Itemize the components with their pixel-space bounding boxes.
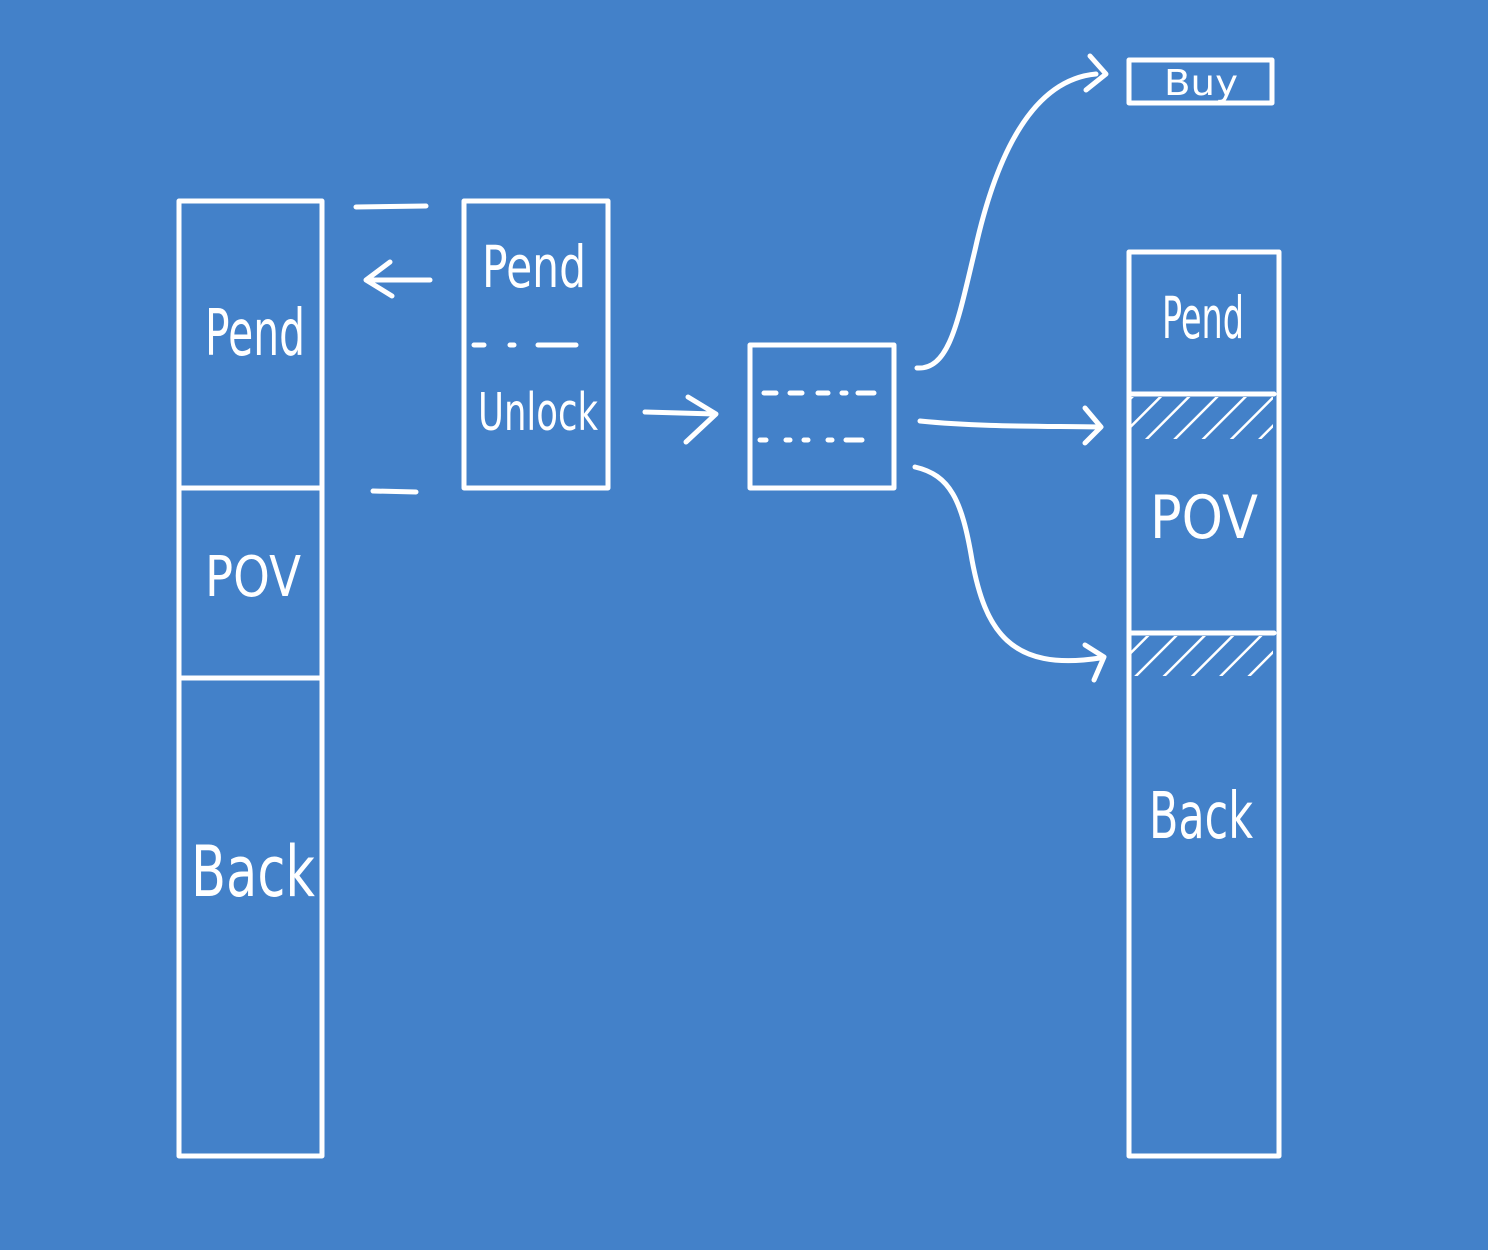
bracket-tick-top — [353, 203, 429, 210]
right-stack-hatch-band-1 — [1131, 397, 1273, 439]
left-stack — [176, 198, 325, 1159]
right-stack — [1126, 249, 1282, 1159]
left-stack-label-back: Back — [191, 831, 315, 913]
middle-box-label-unlock: Unlock — [478, 383, 598, 443]
middle-box-frame — [461, 198, 611, 491]
right-stack-label-pov: POV — [1150, 483, 1258, 553]
middle-box — [461, 198, 611, 491]
record-box-frame — [747, 342, 897, 491]
buy-box — [1126, 57, 1275, 106]
arrow-to-buy — [914, 53, 1109, 371]
record-box — [747, 342, 897, 491]
middle-box-label-pend: Pend — [482, 233, 586, 301]
buy-box-label: Buy — [1164, 63, 1238, 104]
left-stack-label-pov: POV — [205, 545, 301, 610]
arrow-to-record-box — [642, 394, 719, 445]
left-stack-label-pend: Pend — [205, 297, 305, 371]
right-stack-hatch-band-2 — [1131, 636, 1273, 676]
buy-box-frame — [1126, 57, 1275, 106]
arrow-to-second-hatch — [912, 464, 1107, 683]
right-stack-label-pend: Pend — [1162, 284, 1244, 352]
right-stack-frame — [1126, 249, 1282, 1159]
right-stack-label-back: Back — [1149, 780, 1253, 854]
bracket-tick-bottom — [370, 488, 419, 495]
arrow-to-left-stack — [363, 259, 433, 299]
arrow-to-first-hatch — [917, 405, 1104, 446]
